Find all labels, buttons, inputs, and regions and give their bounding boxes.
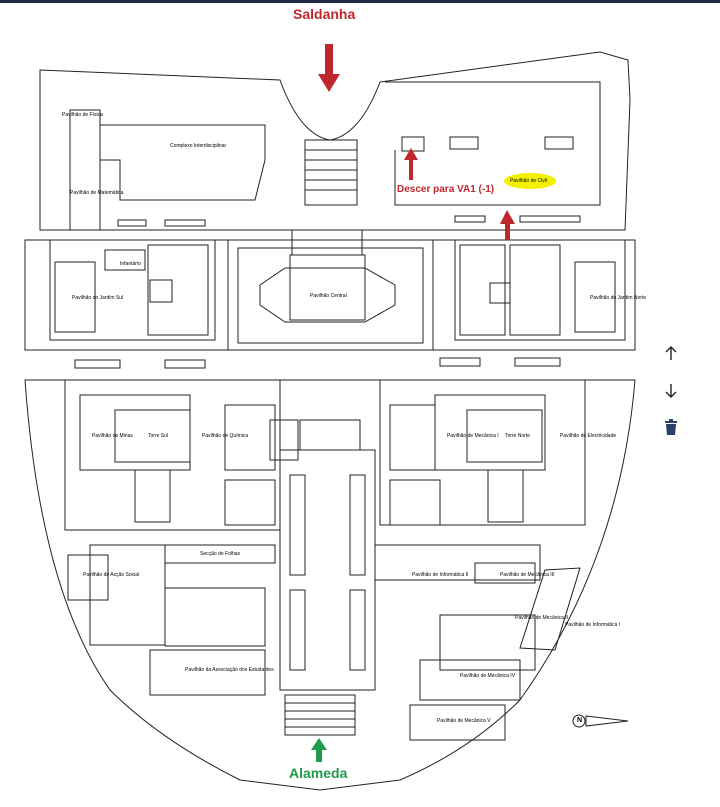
civil-arrow bbox=[500, 210, 515, 240]
label-informatica-ii: Pavilhão de Informática II bbox=[412, 572, 469, 578]
label-matematica: Pavilhão de Matemática bbox=[70, 190, 124, 196]
move-up-button[interactable] bbox=[660, 342, 682, 364]
move-down-button[interactable] bbox=[660, 380, 682, 402]
delete-button[interactable] bbox=[660, 416, 682, 438]
label-mecanica-v: Pavilhão de Mecânica V bbox=[437, 718, 491, 724]
civil-highlight bbox=[504, 173, 556, 189]
label-central: Pavilhão Central bbox=[310, 293, 347, 299]
window-top-border bbox=[0, 0, 720, 3]
label-minas: Pavilhão de Minas bbox=[92, 433, 133, 439]
saldanha-label: Saldanha bbox=[293, 6, 356, 22]
label-seccao-folhas: Secção de Folhas bbox=[200, 551, 241, 557]
saldanha-arrow bbox=[318, 44, 340, 92]
label-jardim-norte: Pavilhão do Jardim Norte bbox=[590, 295, 647, 301]
trash-icon bbox=[665, 419, 677, 435]
label-jardim-sul: Pavilhão do Jardim Sul bbox=[72, 295, 124, 301]
descer-arrow bbox=[404, 148, 418, 180]
arrow-up-icon bbox=[665, 346, 677, 360]
label-electricidade: Pavilhão de Electricidade bbox=[560, 433, 617, 439]
label-fisica: Pavilhão de Física bbox=[62, 112, 103, 118]
arrow-down-icon bbox=[665, 384, 677, 398]
alameda-arrow bbox=[311, 738, 327, 762]
descer-note: Descer para VA1 (-1) bbox=[397, 184, 495, 195]
label-quimica: Pavilhão de Química bbox=[202, 433, 249, 439]
label-accao-social: Pavilhão de Acção Social bbox=[83, 572, 140, 578]
label-mecanica-i: Pavilhão de Mecânica I bbox=[447, 433, 499, 439]
label-mecanica-ii: Pavilhão de Mecânica II bbox=[515, 615, 569, 621]
label-torre-sul: Torre Sul bbox=[148, 433, 169, 439]
label-infantario: Infantário bbox=[120, 261, 141, 267]
label-north: N bbox=[577, 717, 583, 724]
label-torre-norte: Torre Norte bbox=[505, 433, 531, 439]
north-compass bbox=[572, 714, 629, 728]
label-mecanica-iii: Pavilhão de Mecânica III bbox=[500, 572, 555, 578]
label-civil: Pavilhão de Civil bbox=[510, 178, 547, 184]
alameda-label: Alameda bbox=[289, 765, 348, 781]
label-informatica-i: Pavilhão de Informática I bbox=[565, 622, 621, 628]
label-mecanica-iv: Pavilhão de Mecânica IV bbox=[460, 673, 516, 679]
label-associacao: Pavilhão da Associação dos Estudantes bbox=[185, 667, 274, 673]
label-complexo: Complexo Interdisciplinar bbox=[170, 143, 227, 149]
